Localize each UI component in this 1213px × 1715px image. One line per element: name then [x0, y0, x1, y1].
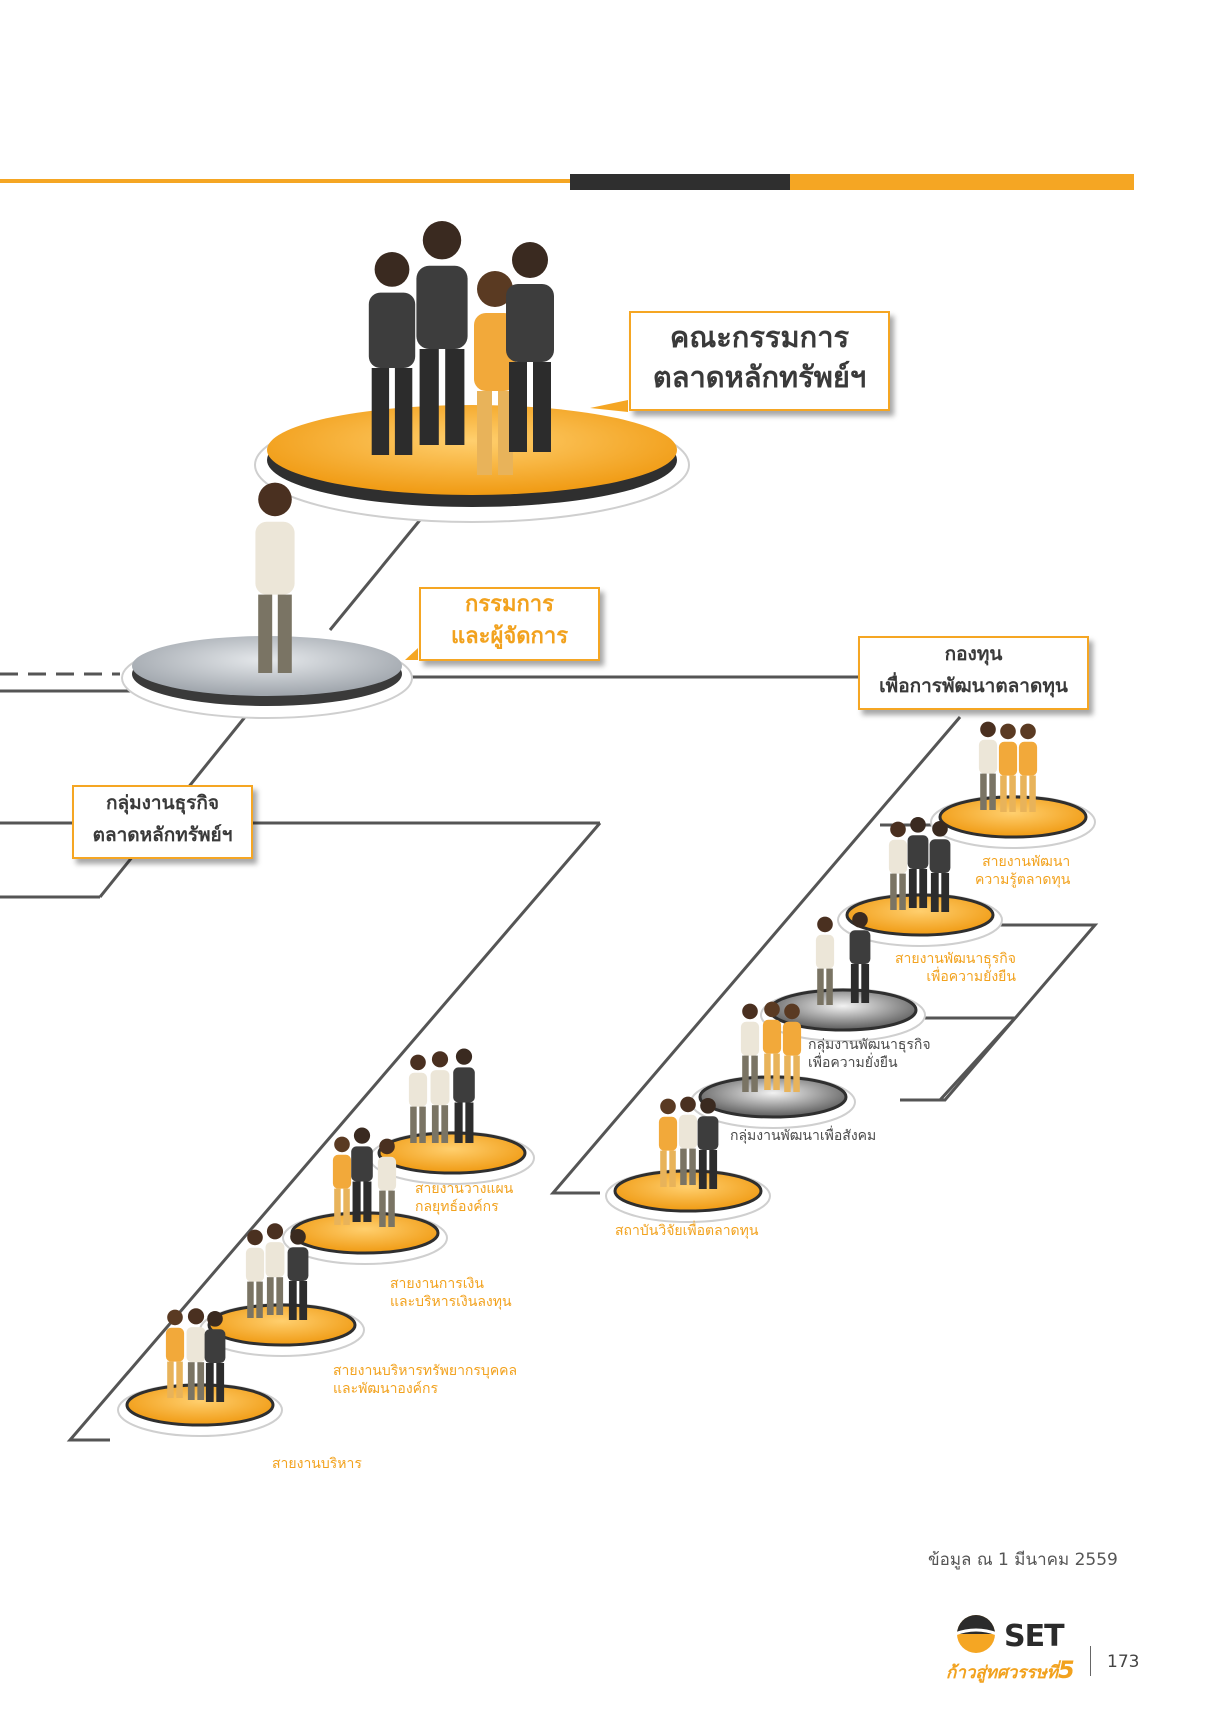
- fund-label: กองทุน เพื่อการพัฒนาตลาดทุน: [858, 636, 1089, 710]
- board-label-line1: คณะกรรมการ: [669, 320, 850, 354]
- left-unit-caption: สายงานบริหารทรัพยากรบุคคล และพัฒนาองค์กร: [333, 1362, 517, 1398]
- caption-line1: สายงานบริหารทรัพยากรบุคคล: [333, 1363, 518, 1379]
- left-unit-caption: สายงานวางแผน กลยุทธ์องค์กร: [415, 1180, 513, 1216]
- caption-line1: สายงานพัฒนาธุรกิจ: [895, 951, 1016, 967]
- right-unit-caption: สายงานพัฒนาธุรกิจ เพื่อความยั่งยืน: [895, 950, 1016, 986]
- platform-finance: [282, 1127, 448, 1265]
- platform-admin: [117, 1308, 283, 1437]
- fund-label-line1: กองทุน: [944, 643, 1003, 665]
- caption-line1: สายงานการเงิน: [390, 1276, 484, 1292]
- data-date-note: ข้อมูล ณ 1 มีนาคม 2559: [928, 1550, 1118, 1570]
- set-logo-emblem-icon: [954, 1615, 998, 1653]
- caption-line1: สายงานบริหาร: [272, 1456, 362, 1472]
- ceo-label: กรรมการ และผู้จัดการ: [419, 587, 600, 661]
- left-unit-caption: สายงานบริหาร: [272, 1455, 362, 1473]
- right-unit-caption: สถาบันวิจัยเพื่อตลาดทุน: [615, 1222, 758, 1240]
- header-bar-dark: [570, 174, 790, 190]
- platform-research: [605, 1096, 771, 1223]
- tagline-text: ก้าวสู่ทศวรรษที่: [946, 1663, 1058, 1683]
- caption-line2: และพัฒนาองค์กร: [333, 1381, 439, 1397]
- caption-line2: เพื่อความยั่งยืน: [808, 1055, 898, 1071]
- business-group-line2: ตลาดหลักทรัพย์ฯ: [92, 824, 233, 846]
- platform-strategy: [369, 1048, 535, 1185]
- platform-sustain-group: [760, 912, 926, 1042]
- header-bar-orange-right: [790, 174, 1134, 190]
- page-number: 173: [1107, 1652, 1140, 1672]
- board-label-line2: ตลาดหลักทรัพย์ฯ: [652, 360, 867, 394]
- left-unit-caption: สายงานการเงิน และบริหารเงินลงทุน: [390, 1275, 512, 1311]
- caption-line1: สายงานพัฒนา: [982, 854, 1071, 870]
- ceo-platform: [121, 482, 413, 719]
- caption-line2: เพื่อความยั่งยืน: [926, 969, 1016, 985]
- business-group-label: กลุ่มงานธุรกิจ ตลาดหลักทรัพย์ฯ: [72, 785, 253, 859]
- left-unit-platforms: [117, 1048, 535, 1437]
- business-group-line1: กลุ่มงานธุรกิจ: [105, 792, 220, 814]
- caption-line2: และบริหารเงินลงทุน: [390, 1294, 512, 1310]
- platform-social: [690, 1001, 856, 1129]
- board-label: คณะกรรมการ ตลาดหลักทรัพย์ฯ: [629, 311, 890, 411]
- caption-line2: กลยุทธ์องค์กร: [415, 1199, 499, 1215]
- header-bars: [0, 174, 1134, 190]
- caption-line1: กลุ่มงานพัฒนาเพื่อสังคม: [730, 1128, 877, 1144]
- header-bar-orange-left: [0, 179, 570, 183]
- ceo-label-line1: กรรมการ: [465, 592, 554, 617]
- caption-line1: กลุ่มงานพัฒนาธุรกิจ: [808, 1037, 931, 1053]
- caption-line2: ความรู้ตลาดทุน: [975, 872, 1071, 888]
- tagline-number: 5: [1057, 1656, 1075, 1684]
- ceo-label-line2: และผู้จัดการ: [450, 624, 569, 649]
- platform-sustain-dept: [837, 817, 1003, 947]
- right-unit-caption: กลุ่มงานพัฒนาเพื่อสังคม: [730, 1127, 876, 1145]
- platform-knowledge: [930, 721, 1096, 849]
- platform-hr: [199, 1223, 365, 1357]
- right-unit-platforms: [605, 721, 1096, 1223]
- board-to-ceo-line: [328, 519, 422, 631]
- brand-tagline: ก้าวสู่ทศวรรษที่5: [946, 1656, 1075, 1686]
- right-unit-caption: สายงานพัฒนา ความรู้ตลาดทุน: [975, 853, 1070, 889]
- ceo-label-pointer: [405, 648, 418, 660]
- board-label-pointer: [590, 400, 628, 412]
- caption-line1: สถาบันวิจัยเพื่อตลาดทุน: [615, 1223, 759, 1239]
- page-number-divider: [1090, 1646, 1091, 1676]
- right-unit-caption: กลุ่มงานพัฒนาธุรกิจ เพื่อความยั่งยืน: [808, 1036, 931, 1072]
- caption-line1: สายงานวางแผน: [415, 1181, 514, 1197]
- fund-label-line2: เพื่อการพัฒนาตลาดทุน: [879, 675, 1068, 697]
- board-platform: [254, 221, 690, 523]
- set-logo-text: SET: [1004, 1619, 1065, 1654]
